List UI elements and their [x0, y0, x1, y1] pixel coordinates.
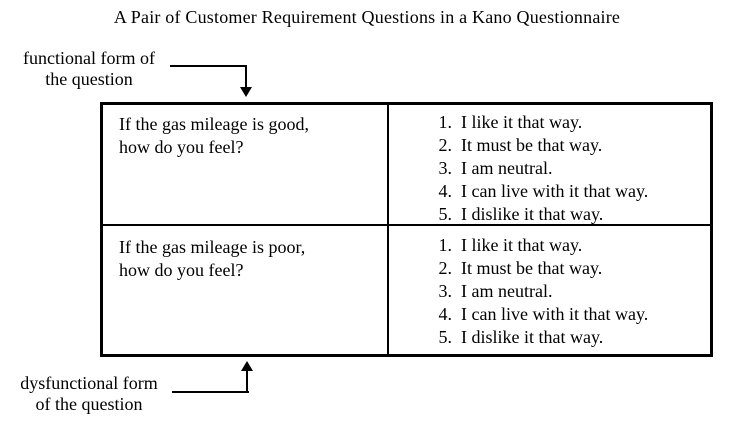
functional-question-cell: If the gas mileage is good, how do you f…: [103, 105, 389, 226]
option-row: 2. It must be that way.: [435, 257, 706, 280]
option-row: 2. It must be that way.: [435, 134, 706, 157]
option-number: 2.: [438, 258, 453, 278]
option-text: I dislike it that way.: [461, 327, 604, 347]
option-text: I can live with it that way.: [461, 181, 649, 201]
dysfunctional-question-cell: If the gas mileage is poor, how do you f…: [103, 226, 389, 354]
option-number: 5.: [438, 327, 453, 347]
option-row: 1. I like it that way.: [435, 234, 706, 257]
option-text: I am neutral.: [461, 158, 553, 178]
option-number: 3.: [438, 281, 453, 301]
arrow-up-icon: [241, 361, 253, 371]
option-number: 1.: [438, 235, 453, 255]
option-row: 5. I dislike it that way.: [435, 203, 706, 226]
option-text: I like it that way.: [461, 235, 583, 255]
functional-form-label-line2: the question: [45, 69, 133, 89]
dysfunctional-form-label-line1: dysfunctional form: [20, 373, 158, 393]
option-text: I dislike it that way.: [461, 204, 604, 224]
option-text: It must be that way.: [461, 135, 603, 155]
option-number: 2.: [438, 135, 453, 155]
option-row: 3. I am neutral.: [435, 280, 706, 303]
question-text-line1: If the gas mileage is good,: [119, 114, 309, 134]
functional-form-label: functional form of the question: [6, 48, 172, 90]
question-text-line2: how do you feel?: [119, 260, 244, 280]
option-row: 5. I dislike it that way.: [435, 326, 706, 349]
dysfunctional-form-label-line2: of the question: [35, 394, 143, 414]
question-text-line1: If the gas mileage is poor,: [119, 237, 306, 257]
option-number: 1.: [438, 112, 453, 132]
option-row: 4. I can live with it that way.: [435, 180, 706, 203]
functional-form-label-line1: functional form of: [23, 48, 155, 68]
option-number: 3.: [438, 158, 453, 178]
kano-question-table: If the gas mileage is good, how do you f…: [100, 102, 713, 357]
option-text: I like it that way.: [461, 112, 583, 132]
arrow-down-icon: [240, 87, 252, 97]
option-number: 4.: [438, 304, 453, 324]
option-number: 5.: [438, 204, 453, 224]
functional-connector-horizontal-line: [170, 65, 247, 67]
option-row: 1. I like it that way.: [435, 111, 706, 134]
functional-connector-vertical-line: [245, 65, 247, 88]
option-text: I am neutral.: [461, 281, 553, 301]
dysfunctional-form-label: dysfunctional form of the question: [4, 373, 174, 415]
option-row: 3. I am neutral.: [435, 157, 706, 180]
question-text-line2: how do you feel?: [119, 137, 244, 157]
dysfunctional-options-cell: 1. I like it that way. 2. It must be tha…: [389, 226, 710, 354]
option-text: I can live with it that way.: [461, 304, 649, 324]
figure-title: A Pair of Customer Requirement Questions…: [113, 7, 621, 27]
dysfunctional-connector-horizontal-line: [172, 391, 249, 393]
option-row: 4. I can live with it that way.: [435, 303, 706, 326]
option-number: 4.: [438, 181, 453, 201]
dysfunctional-connector-vertical-line: [246, 370, 248, 393]
option-text: It must be that way.: [461, 258, 603, 278]
functional-options-cell: 1. I like it that way. 2. It must be tha…: [389, 105, 710, 226]
